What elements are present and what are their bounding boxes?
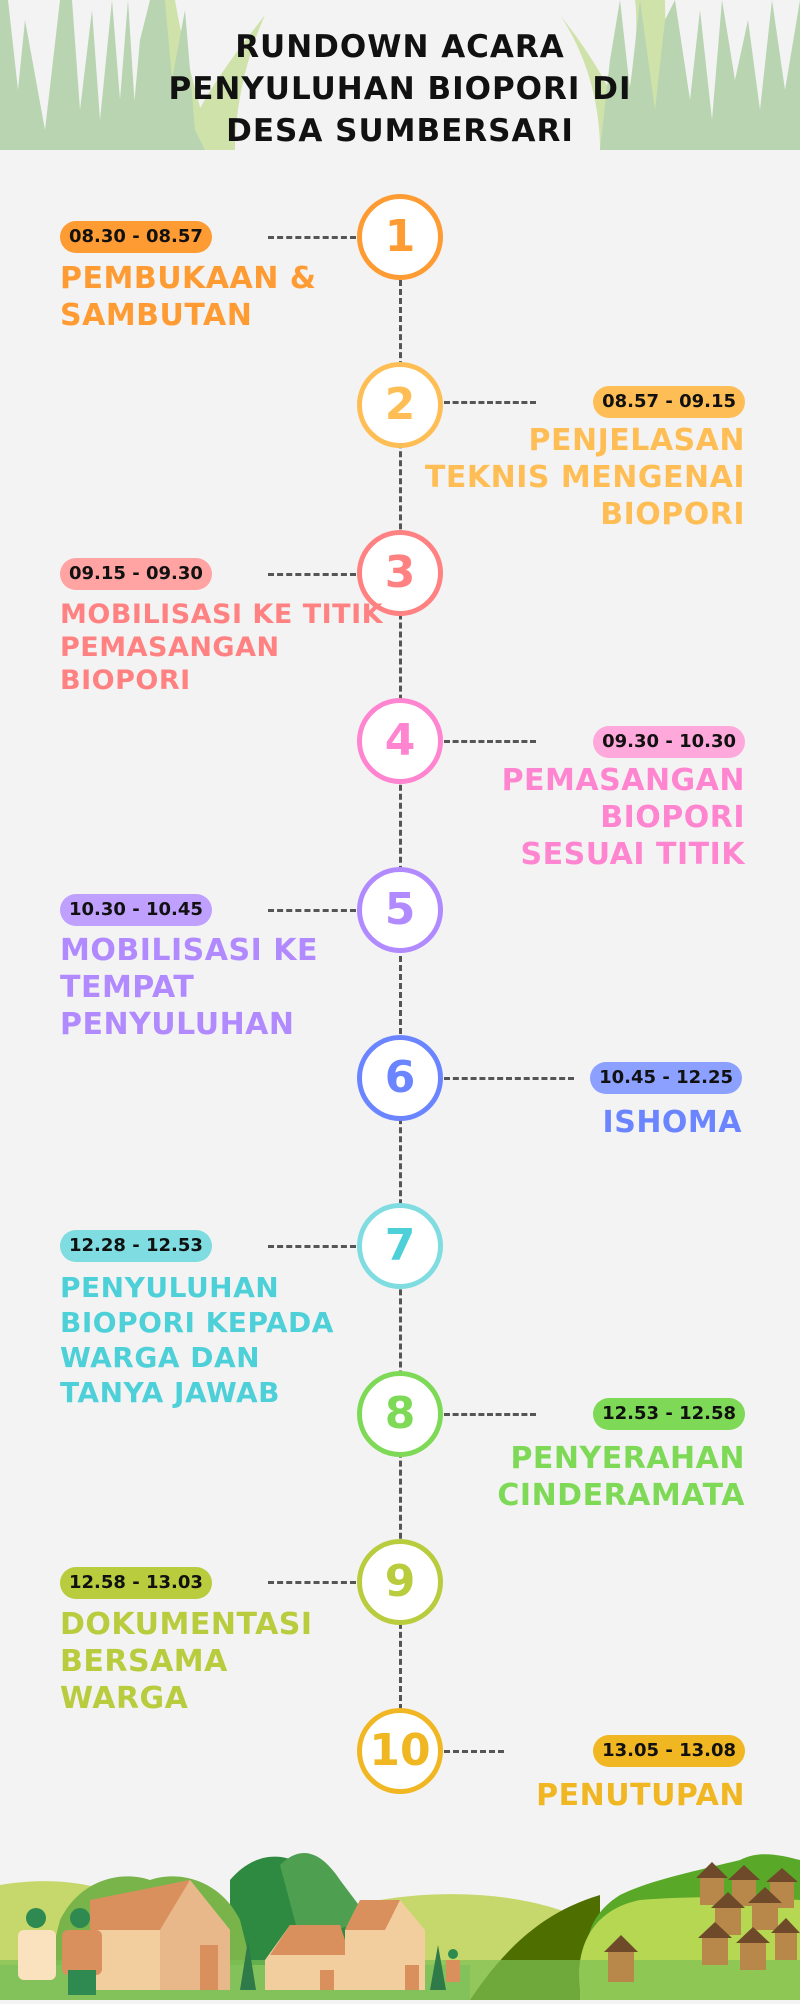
event-title: PENUTUPAN <box>536 1777 745 1814</box>
step-number-circle: 5 <box>357 867 443 953</box>
step-number-circle: 2 <box>357 362 443 448</box>
title-line: BIOPORI KEPADA <box>60 1306 334 1339</box>
title-line: ISHOMA <box>602 1105 742 1140</box>
title-line: PEMASANGAN <box>501 763 745 798</box>
connector-line <box>444 1413 536 1416</box>
time-badge: 12.58 - 13.03 <box>60 1567 212 1599</box>
header-banner: RUNDOWN ACARA PENYULUHAN BIOPORI DI DESA… <box>0 0 800 150</box>
step-number-circle: 7 <box>357 1203 443 1289</box>
title-line: PEMASANGAN <box>60 632 280 663</box>
connector-line <box>444 1077 574 1080</box>
event-title: MOBILISASI KE TEMPAT PENYULUHAN <box>60 932 318 1043</box>
title-line: MOBILISASI KE <box>60 933 318 968</box>
title-line: WARGA DAN <box>60 1341 261 1374</box>
title-line: BERSAMA <box>60 1644 228 1679</box>
title-line: PENYULUHAN <box>60 1271 280 1304</box>
connector-line <box>268 573 356 576</box>
grass-decoration-icon <box>0 0 800 150</box>
step-number-circle: 6 <box>357 1035 443 1121</box>
step-number-circle: 8 <box>357 1371 443 1457</box>
connector-line <box>268 236 356 239</box>
event-title: ISHOMA <box>603 1104 742 1141</box>
time-badge: 13.05 - 13.08 <box>593 1735 745 1767</box>
step-number-circle: 10 <box>357 1708 443 1794</box>
title-line-2: PENYULUHAN BIOPORI DI <box>168 71 632 107</box>
connector-line <box>268 1581 356 1584</box>
title-line: PEMBUKAAN & <box>60 261 317 296</box>
time-badge: 08.30 - 08.57 <box>60 221 212 253</box>
title-line: BIOPORI <box>600 497 745 532</box>
event-title: PEMBUKAAN & SAMBUTAN <box>60 260 316 334</box>
title-line: BIOPORI <box>60 665 191 696</box>
step-number-circle: 3 <box>357 530 443 616</box>
title-line-1: RUNDOWN ACARA <box>235 29 565 65</box>
time-badge: 08.57 - 09.15 <box>593 386 745 418</box>
title-line: SESUAI TITIK <box>520 837 745 872</box>
title-line-3: DESA SUMBERSARI <box>226 113 574 149</box>
title-line: TANYA JAWAB <box>60 1376 281 1409</box>
time-badge: 12.53 - 12.58 <box>593 1398 745 1430</box>
village-landscape-icon <box>0 1853 800 2000</box>
title-line: WARGA <box>60 1681 189 1716</box>
title-line: PENYULUHAN <box>60 1007 295 1042</box>
connector-line <box>268 1245 356 1248</box>
event-title: PENYULUHAN BIOPORI KEPADA WARGA DAN TANY… <box>60 1270 334 1410</box>
connector-line <box>444 740 536 743</box>
timeline-vertical-line <box>399 280 402 1710</box>
title-line: CINDERAMATA <box>497 1478 745 1513</box>
time-badge: 09.15 - 09.30 <box>60 558 212 590</box>
event-title: PENJELASAN TEKNIS MENGENAI BIOPORI <box>425 422 745 533</box>
event-title: DOKUMENTASI BERSAMA WARGA <box>60 1606 313 1717</box>
step-number-circle: 9 <box>357 1539 443 1625</box>
title-line: TEKNIS MENGENAI <box>424 460 745 495</box>
page-title: RUNDOWN ACARA PENYULUHAN BIOPORI DI DESA… <box>0 26 800 150</box>
step-number-circle: 1 <box>357 194 443 280</box>
step-number-circle: 4 <box>357 698 443 784</box>
connector-line <box>444 401 536 404</box>
event-title: MOBILISASI KE TITIK PEMASANGAN BIOPORI <box>60 598 383 697</box>
title-line: PENYERAHAN <box>510 1441 745 1476</box>
time-badge: 10.45 - 12.25 <box>590 1062 742 1094</box>
footer-landscape <box>0 1820 800 2000</box>
event-title: PENYERAHAN CINDERAMATA <box>497 1440 745 1514</box>
event-title: PEMASANGAN BIOPORI SESUAI TITIK <box>502 762 745 873</box>
time-badge: 12.28 - 12.53 <box>60 1230 212 1262</box>
connector-line <box>268 909 356 912</box>
title-line: DOKUMENTASI <box>60 1607 313 1642</box>
title-line: PENJELASAN <box>528 423 745 458</box>
time-badge: 09.30 - 10.30 <box>593 726 745 758</box>
title-line: MOBILISASI KE TITIK <box>60 599 384 630</box>
connector-line <box>444 1750 504 1753</box>
title-line: SAMBUTAN <box>60 298 253 333</box>
time-badge: 10.30 - 10.45 <box>60 894 212 926</box>
title-line: PENUTUPAN <box>536 1778 745 1813</box>
title-line: TEMPAT <box>60 970 195 1005</box>
title-line: BIOPORI <box>600 800 745 835</box>
